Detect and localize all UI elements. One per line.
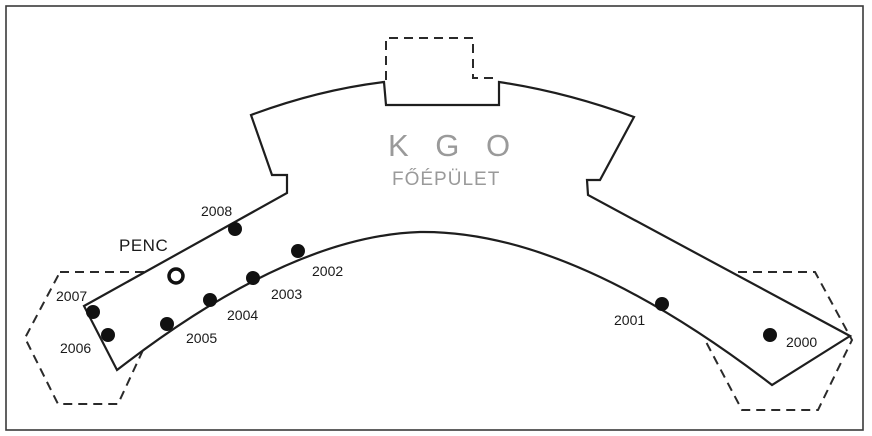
station-label-penc: PENC — [119, 236, 168, 255]
station-marker-2001 — [655, 297, 669, 311]
diagram-title: K G O — [388, 128, 519, 163]
top-dashed-annex — [385, 37, 499, 80]
station-marker-2004 — [203, 293, 217, 307]
station-label-2006: 2006 — [60, 340, 91, 356]
station-label-2004: 2004 — [227, 307, 258, 323]
station-marker-2005 — [160, 317, 174, 331]
station-label-2007: 2007 — [56, 288, 87, 304]
station-marker-2007 — [86, 305, 100, 319]
diagram-frame — [5, 5, 864, 431]
building-outline — [82, 80, 853, 387]
station-label-2001: 2001 — [614, 312, 645, 328]
diagram-subtitle: FŐÉPÜLET — [392, 168, 500, 190]
station-marker-2000 — [763, 328, 777, 342]
station-label-2002: 2002 — [312, 263, 343, 279]
station-label-2008: 2008 — [201, 203, 232, 219]
station-marker-2002 — [291, 244, 305, 258]
station-label-2003: 2003 — [271, 286, 302, 302]
station-marker-penc — [167, 267, 185, 285]
station-marker-2008 — [228, 222, 242, 236]
station-label-2000: 2000 — [786, 334, 817, 350]
station-marker-2006 — [101, 328, 115, 342]
station-label-2005: 2005 — [186, 330, 217, 346]
right-dashed-zone — [703, 271, 854, 411]
station-marker-2003 — [246, 271, 260, 285]
